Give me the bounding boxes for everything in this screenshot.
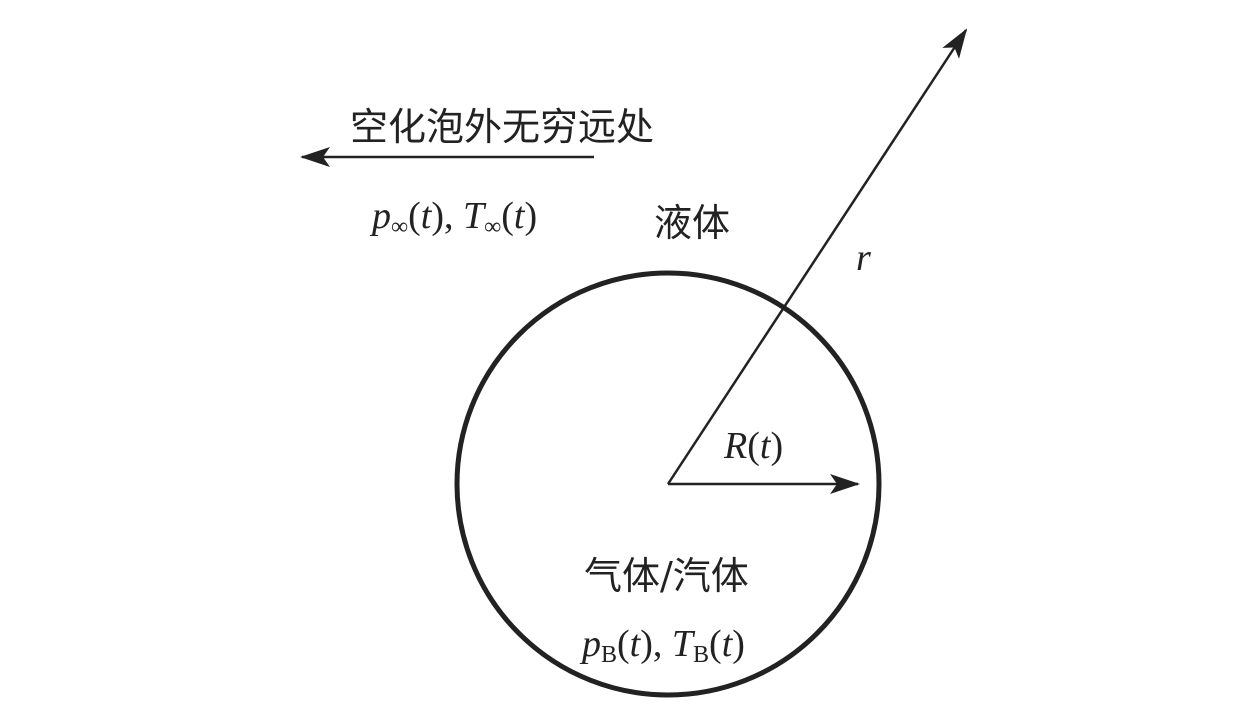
far-field-label: 空化泡外无穷远处: [350, 105, 654, 149]
liquid-label: 液体: [654, 201, 730, 245]
far-field-variables: p∞(t), T∞(t): [369, 195, 537, 240]
radial-coordinate-label: r: [856, 237, 871, 279]
gas-vapor-label: 气体/汽体: [584, 554, 749, 598]
radial-axis-arrow: [666, 28, 968, 485]
radius-label: R(t): [723, 425, 783, 467]
bubble-variables: pB(t), TB(t): [579, 623, 745, 668]
bubble-boundary: [454, 270, 882, 698]
